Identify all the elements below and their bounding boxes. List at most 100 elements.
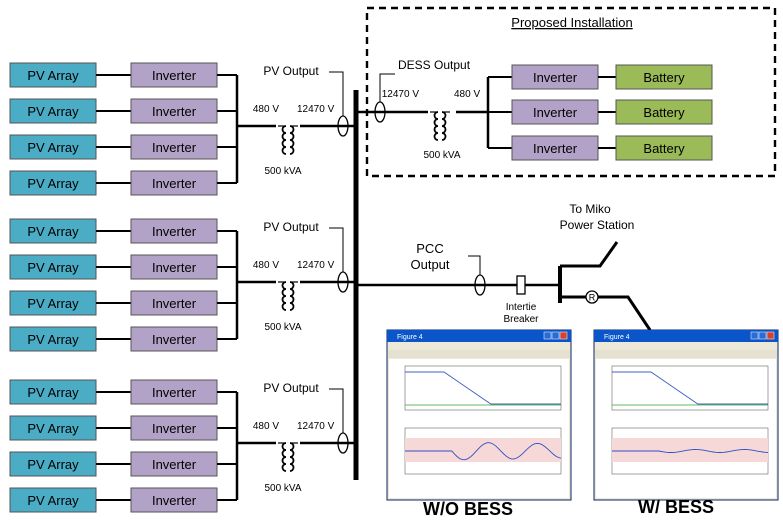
inverter-1-2: Inverter — [130, 98, 218, 124]
pv-array-2-1-label: PV Array — [27, 224, 79, 239]
inverter-2-2-box — [130, 254, 218, 280]
inverter-3-4: Inverter — [130, 487, 218, 513]
inverter-3-1-label: Inverter — [152, 385, 197, 400]
pcc-output-leader — [468, 255, 481, 275]
inverter-2-2-label: Inverter — [152, 260, 197, 275]
inverter-3-1: Inverter — [130, 379, 218, 405]
window-title: Figure 4 — [604, 334, 630, 341]
battery-2-label: Battery — [643, 105, 685, 120]
dess-transformer-high-voltage: 12470 V — [382, 89, 420, 100]
inverter-2-3: Inverter — [130, 290, 218, 316]
dess-output-leader — [379, 73, 395, 102]
inverter-2-1: Inverter — [130, 218, 218, 244]
pv-array-2-1: PV Array — [9, 218, 97, 244]
transformer-primary-winding — [281, 281, 287, 311]
inverter-1-4-label: Inverter — [152, 176, 197, 191]
inverter-3-2-box — [130, 415, 218, 441]
dess-inverter-3-label: Inverter — [533, 141, 578, 156]
dess-transformer-low-voltage: 480 V — [454, 89, 480, 100]
wo-bess-caption: W/O BESS — [423, 499, 513, 519]
pv-array-3-1-label: PV Array — [27, 385, 79, 400]
plot-window-2: Figure 4 — [593, 329, 779, 501]
inverter-1-4-box — [130, 170, 218, 196]
miko-label-line-1: To Miko — [569, 202, 611, 216]
window-menu-bar — [595, 342, 777, 350]
inverter-3-3: Inverter — [130, 451, 218, 477]
inverter-2-4-label: Inverter — [152, 332, 197, 347]
pv-transformer-high-voltage: 12470 V — [297, 260, 335, 271]
minimize-button[interactable] — [750, 331, 759, 340]
pv-transformer-3 — [278, 442, 298, 472]
dess-inverter-2-box — [511, 99, 599, 125]
inverter-2-4: Inverter — [130, 326, 218, 352]
pv-array-3-2-box — [9, 415, 97, 441]
dess-inverter-3: Inverter — [511, 135, 599, 161]
maximize-button[interactable] — [758, 331, 767, 340]
inverter-2-4-box — [130, 326, 218, 352]
pv-transformer-high-voltage: 12470 V — [297, 104, 335, 115]
inverter-1-4: Inverter — [130, 170, 218, 196]
pcc-label-line-1: PCC — [416, 241, 443, 256]
inverter-1-1: Inverter — [130, 62, 218, 88]
pv-transformer-low-voltage: 480 V — [253, 421, 279, 432]
battery-3-label: Battery — [643, 141, 685, 156]
dess-transformer-windings — [430, 111, 450, 141]
pv-array-1-4-label: PV Array — [27, 176, 79, 191]
inverter-2-2: Inverter — [130, 254, 218, 280]
close-button[interactable] — [559, 331, 568, 340]
miko-line-lower — [598, 295, 652, 331]
miko-label-line-2: Power Station — [560, 218, 635, 232]
pv-array-3-2-label: PV Array — [27, 421, 79, 436]
pv-transformer-1 — [278, 125, 298, 155]
maximize-button[interactable] — [551, 331, 560, 340]
pv-array-1-3-label: PV Array — [27, 140, 79, 155]
pcc-label-line-2: Output — [410, 257, 449, 272]
pv-array-2-1-box — [9, 218, 97, 244]
close-button[interactable] — [766, 331, 775, 340]
frequency-trace — [612, 449, 769, 453]
pv-array-2-3-label: PV Array — [27, 296, 79, 311]
inverter-3-3-label: Inverter — [152, 457, 197, 472]
window-title-bar — [594, 330, 778, 342]
pv-array-2-3: PV Array — [9, 290, 97, 316]
battery-1-label: Battery — [643, 70, 685, 85]
pv-array-3-2: PV Array — [9, 415, 97, 441]
inverter-3-1-box — [130, 379, 218, 405]
pv-array-1-1-label: PV Array — [27, 68, 79, 83]
frequency-trace — [405, 442, 562, 461]
pv-output-label: PV Output — [263, 64, 319, 78]
pv-array-1-3-box — [9, 134, 97, 160]
power-trace — [405, 371, 561, 405]
dess-inverter-2: Inverter — [511, 99, 599, 125]
pv-array-1-2: PV Array — [9, 98, 97, 124]
pv-transformer-low-voltage: 480 V — [253, 104, 279, 115]
dess-section: DESS Output 12470 V 480 V 500 kVA Invert… — [356, 58, 713, 161]
power-trace — [612, 371, 768, 405]
dess-inverter-2-label: Inverter — [533, 105, 578, 120]
pv-transformer-2 — [278, 281, 298, 311]
transformer-primary-winding — [281, 125, 287, 155]
pv-array-2-2-label: PV Array — [27, 260, 79, 275]
pv-array-2-3-box — [9, 290, 97, 316]
battery-3: Battery — [615, 135, 713, 161]
inverter-2-1-label: Inverter — [152, 224, 197, 239]
pv-array-1-1-box — [9, 62, 97, 88]
pv-output-leader — [329, 227, 344, 272]
pv-array-2-2: PV Array — [9, 254, 97, 280]
pv-transformer-rating: 500 kVA — [264, 322, 301, 333]
minimize-button[interactable] — [543, 331, 552, 340]
dess-transformer-rating: 500 kVA — [423, 150, 460, 161]
frequency-band — [405, 438, 561, 462]
pv-output-label: PV Output — [263, 381, 319, 395]
transformer-secondary-winding — [441, 111, 447, 141]
window-toolbar — [388, 350, 570, 358]
intertie-breaker-label-line-1: Intertie — [506, 302, 537, 313]
pv-array-3-1: PV Array — [9, 379, 97, 405]
intertie-breaker-label-line-2: Breaker — [503, 314, 539, 325]
pv-array-1-1: PV Array — [9, 62, 97, 88]
battery-1-box — [615, 64, 713, 90]
pv-output-label: PV Output — [263, 220, 319, 234]
